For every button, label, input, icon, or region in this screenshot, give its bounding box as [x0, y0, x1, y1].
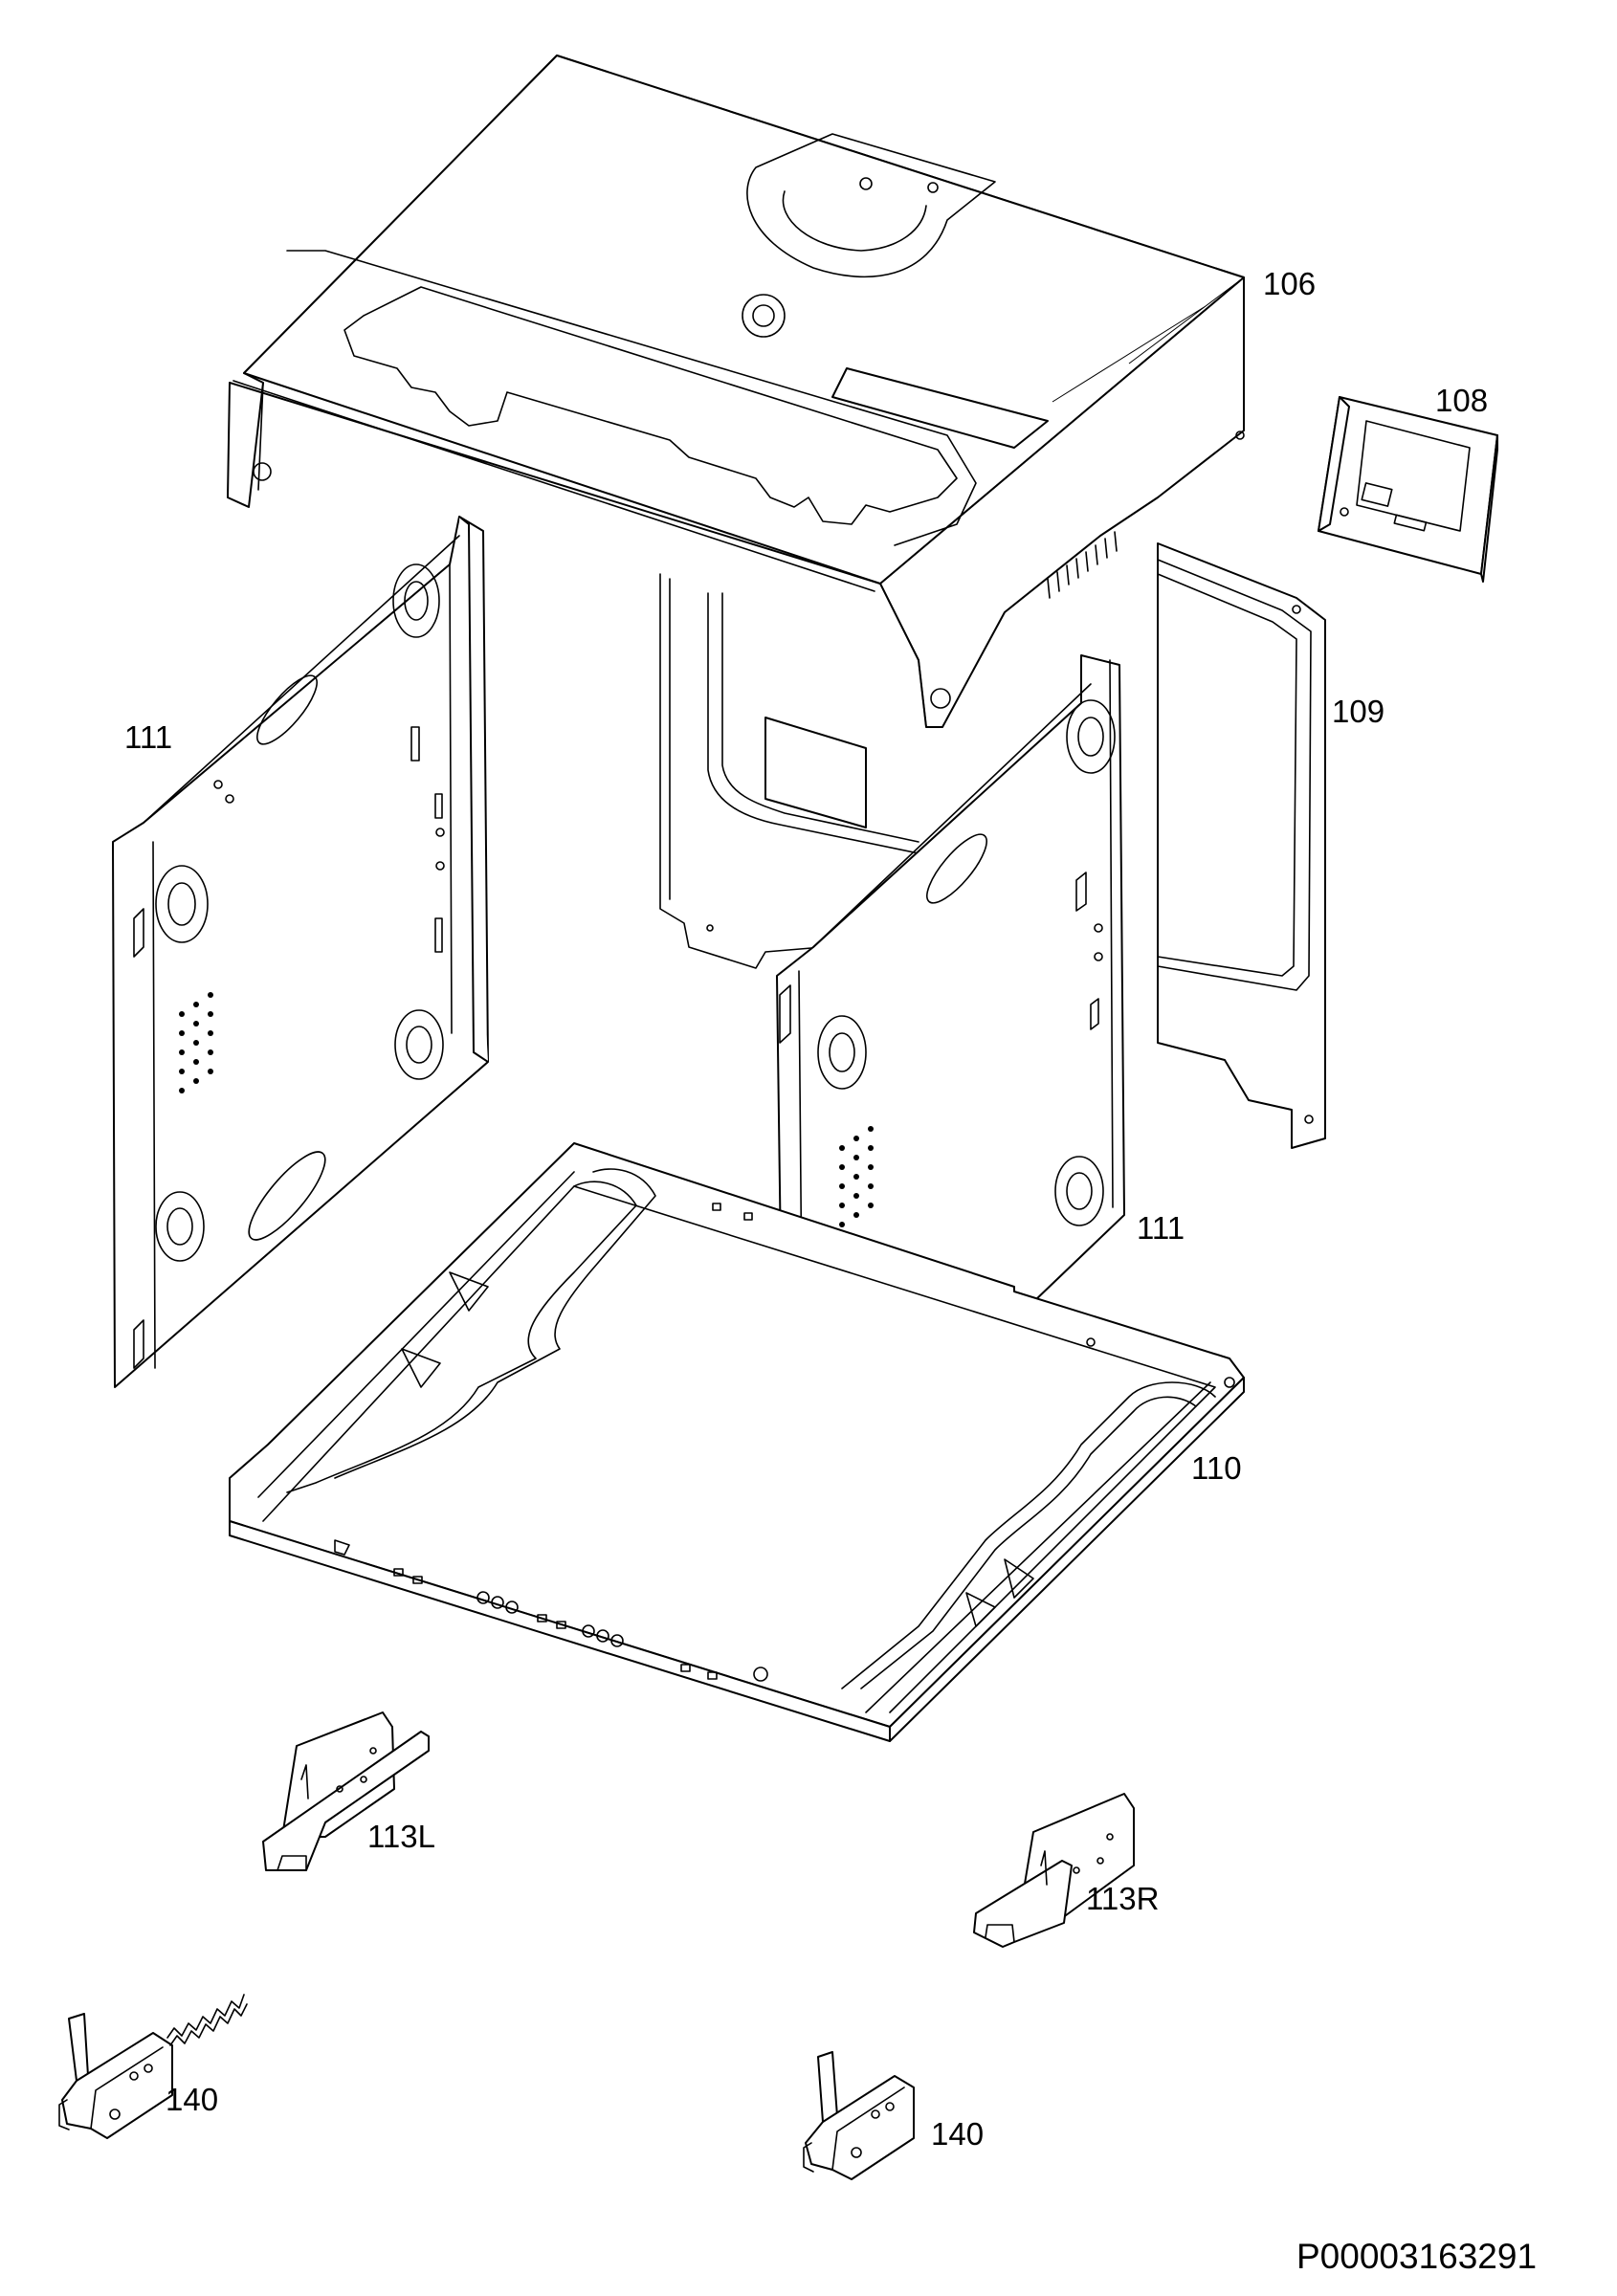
part-113R-right-bracket [973, 1793, 1135, 1948]
label-109: 109 [1332, 694, 1385, 729]
label-113L: 113L [367, 1819, 435, 1854]
label-111-right: 111 [1137, 1210, 1185, 1246]
label-106: 106 [1263, 266, 1317, 301]
part-111-left-side-panel [112, 516, 489, 1388]
part-113L-left-bracket [262, 1711, 430, 1871]
spring-icon [166, 1994, 248, 2046]
part-140-hinge-left [58, 1994, 248, 2139]
perforation-dots [839, 1126, 874, 1227]
label-110: 110 [1191, 1450, 1242, 1486]
perforation-dots [179, 992, 213, 1093]
part-108-control-bracket [1318, 396, 1498, 583]
base-front-slots [393, 1568, 768, 1682]
part-110-bottom-base [229, 1142, 1245, 1742]
rear-cavity-outline [659, 573, 919, 969]
label-113R: 113R [1086, 1881, 1160, 1916]
label-108: 108 [1435, 383, 1489, 418]
part-109-back-panel [1157, 542, 1326, 1149]
label-140-left: 140 [166, 2082, 219, 2117]
label-140-right: 140 [931, 2116, 985, 2152]
document-id: P00003163291 [1296, 2237, 1538, 2276]
label-111-left: 111 [124, 719, 173, 755]
part-140-hinge-right [803, 2051, 915, 2180]
vent-slots [1047, 531, 1118, 599]
part-106-top-cover [227, 55, 1245, 728]
